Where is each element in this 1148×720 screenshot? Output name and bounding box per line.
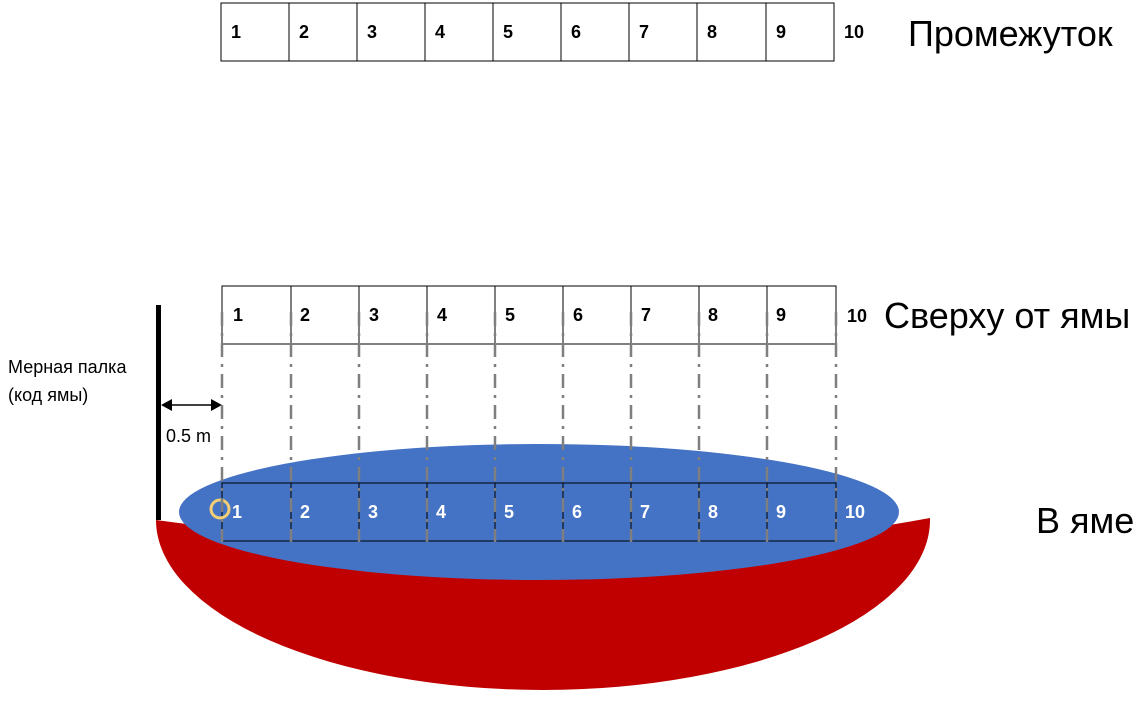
above-pit-cell-9: 9 <box>776 305 786 325</box>
stick-label-line1: Мерная палка <box>8 357 127 377</box>
above-pit-end-label: 10 <box>847 306 867 326</box>
in-pit-row-title: В яме <box>1036 500 1134 541</box>
above-pit-row-title: Сверху от ямы <box>884 295 1130 336</box>
in-pit-cell-2: 2 <box>300 502 310 522</box>
in-pit-cell-8: 8 <box>708 502 718 522</box>
in-pit-cell-6: 6 <box>572 502 582 522</box>
in-pit-cell-9: 9 <box>776 502 786 522</box>
above-pit-cell-2: 2 <box>300 305 310 325</box>
in-pit-cell-3: 3 <box>368 502 378 522</box>
location-marker-icon <box>209 498 231 520</box>
in-pit-end-label: 10 <box>845 502 865 522</box>
gap-end-label: 10 <box>844 22 864 42</box>
gap-cell-7: 7 <box>639 22 649 42</box>
above-pit-cell-3: 3 <box>369 305 379 325</box>
in-pit-cell-5: 5 <box>504 502 514 522</box>
measuring-stick <box>156 305 161 520</box>
in-pit-cell-7: 7 <box>640 502 650 522</box>
pit-water-surface <box>179 444 899 580</box>
gap-cell-9: 9 <box>776 22 786 42</box>
gap-row: 1 2 3 4 5 6 7 8 9 10 Промежуток <box>220 2 1113 62</box>
projection-guide-lines <box>220 312 838 542</box>
above-pit-cell-8: 8 <box>708 305 718 325</box>
gap-cell-4: 4 <box>435 22 445 42</box>
gap-cell-6: 6 <box>571 22 581 42</box>
above-pit-cell-7: 7 <box>641 305 651 325</box>
above-pit-cell-4: 4 <box>437 305 447 325</box>
gap-cell-3: 3 <box>367 22 377 42</box>
above-pit-cell-1: 1 <box>233 305 243 325</box>
above-pit-cell-6: 6 <box>573 305 583 325</box>
gap-cell-5: 5 <box>503 22 513 42</box>
in-pit-cell-1: 1 <box>232 502 242 522</box>
gap-cell-8: 8 <box>707 22 717 42</box>
gap-grid-dividers <box>288 3 767 61</box>
above-pit-grid-border <box>221 285 837 345</box>
above-pit-cell-5: 5 <box>505 305 515 325</box>
gap-cell-1: 1 <box>231 22 241 42</box>
in-pit-cell-4: 4 <box>436 502 446 522</box>
gap-row-title: Промежуток <box>908 13 1113 54</box>
stick-label-line2: (код ямы) <box>8 385 88 405</box>
gap-cell-2: 2 <box>299 22 309 42</box>
gap-grid-border <box>220 2 835 62</box>
distance-label: 0.5 m <box>166 426 211 446</box>
distance-arrow <box>161 399 222 411</box>
